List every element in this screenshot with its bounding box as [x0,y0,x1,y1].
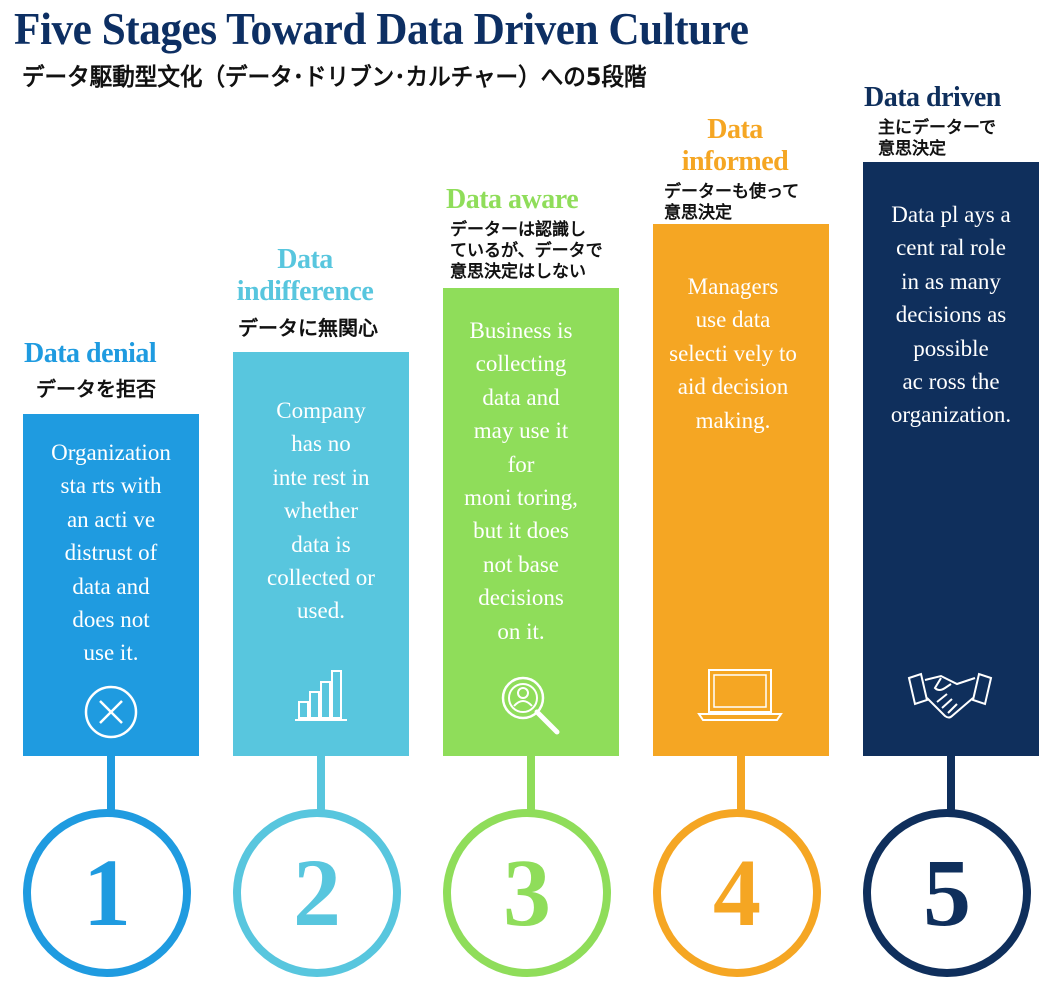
stage-3-connector [527,756,535,816]
stage-4-title: Data informed [681,114,789,177]
stage-1-number: 1 [83,839,131,946]
laptop-icon [697,664,783,729]
stage-2-circle: 2 [233,809,401,977]
stage-2-title: Data indifference [236,244,374,307]
stage-5-description: Data pl ays a cent ral role in as many d… [890,202,1012,428]
stage-2-description: Company has no inte rest in whether data… [267,398,375,624]
stage-3-bar: Business is collecting data and may use … [443,288,619,756]
stage-4-description: Managers use data selecti vely to aid de… [669,274,797,433]
stage-3-number: 3 [503,839,551,946]
stage-1-circle: 1 [23,809,191,977]
circle-x-icon [83,684,139,745]
stage-1-bar: Organization sta rts with an acti ve dis… [23,414,199,756]
stage-5-bar: Data pl ays a cent ral role in as many d… [863,162,1039,756]
magnifier-person-icon [497,672,563,743]
stage-1-description: Organization sta rts with an acti ve dis… [51,440,171,666]
page-subtitle: データ駆動型文化（データ･ドリブン･カルチャー）への5段階 [22,63,647,91]
stage-4-bar: Managers use data selecti vely to aid de… [653,224,829,756]
stage-3-circle: 3 [443,809,611,977]
stage-3-title: Data aware [446,184,579,215]
stage-5-japanese: 主にデーターで 意思決定 [878,118,996,159]
stage-1-title: Data denial [24,338,157,369]
stage-5-circle: 5 [863,809,1031,977]
stage-5-title: Data driven [864,82,1001,113]
stage-1-japanese: データを拒否 [36,377,156,401]
stage-2-bar: Company has no inte rest in whether data… [233,352,409,756]
stage-3-description: Business is collecting data and may use … [464,318,578,644]
stage-2-japanese: データに無関心 [238,316,378,340]
page-title: Five Stages Toward Data Driven Culture [14,3,749,54]
stage-4-circle: 4 [653,809,821,977]
stage-5-number: 5 [923,839,971,946]
stage-3-japanese: データーは認識し ているが、データで 意思決定はしない [450,220,603,282]
stage-1-connector [107,756,115,816]
stage-2-connector [317,756,325,816]
stage-4-japanese: データーも使って 意思決定 [664,182,800,223]
stage-5-connector [947,756,955,816]
handshake-icon [905,664,995,729]
stage-2-number: 2 [293,839,341,946]
bar-chart-icon [291,666,351,731]
stage-4-connector [737,756,745,816]
stage-4-number: 4 [713,839,761,946]
